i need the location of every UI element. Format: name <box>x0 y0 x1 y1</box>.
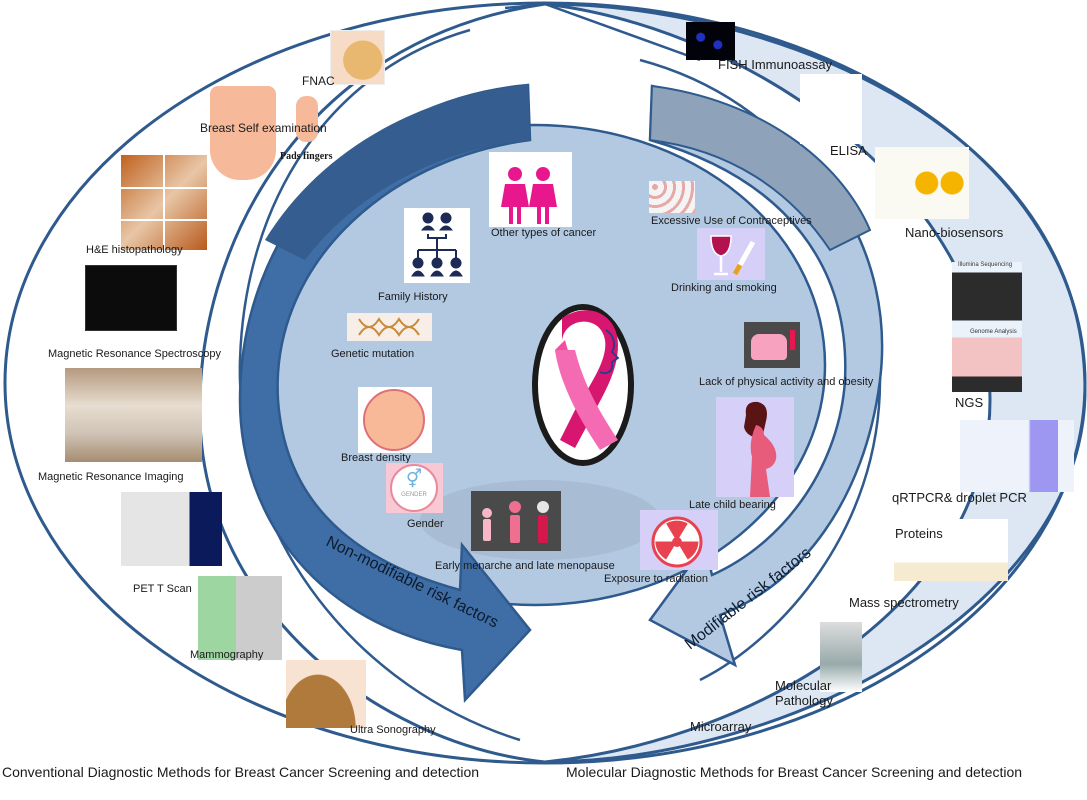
dna-helix-icon <box>347 313 432 341</box>
fnac-label: FNAC <box>302 74 335 88</box>
drinking-smoking-label: Drinking and smoking <box>671 282 777 294</box>
physical-activity-obesity-label: Lack of physical activity and obesity <box>699 376 874 388</box>
wine-cigarette-icon <box>697 228 765 280</box>
ngs-label: NGS <box>955 395 984 410</box>
contraceptives-label: Excessive Use of Contraceptives <box>651 215 812 227</box>
gender-label: Gender <box>407 518 444 530</box>
mammography-label: Mammography <box>190 649 264 661</box>
sequencer-genome-analysis-icon <box>952 262 1022 392</box>
gender-symbol-icon: ⚥ GENDER <box>386 463 443 513</box>
genetic-mutation-label: Genetic mutation <box>331 348 415 360</box>
radiation-exposure-label: Exposure to radiation <box>604 573 708 585</box>
finger-pads-icon <box>296 96 318 142</box>
non-modifiable-arrow-top <box>265 85 530 260</box>
mrs-label: Magnetic Resonance Spectroscopy <box>48 348 222 360</box>
molecular-pathology-label: Molecular Pathology <box>775 678 833 708</box>
pregnant-woman-icon <box>716 397 794 497</box>
fish-immunoassay-label: FISH Immunoassay <box>718 57 833 72</box>
pink-ribbon-icon <box>555 310 618 450</box>
nano-biosensors-label: Nano-biosensors <box>905 225 1004 240</box>
early-menarche-label: Early menarche and late menopause <box>435 560 615 572</box>
elisa-label: ELISA <box>830 143 867 158</box>
pet-ct-scanner-icon <box>121 492 222 566</box>
pet-scan-label: PET T Scan <box>133 583 192 595</box>
histology-slides-icon <box>121 155 207 250</box>
mammography-machine-icon <box>198 576 282 660</box>
left-middle-ring <box>238 28 521 742</box>
gender-badge-text: GENDER <box>401 492 427 498</box>
life-stages-women-icon <box>471 491 561 551</box>
mri-machine-icon <box>65 368 202 462</box>
breast-self-exam-label: Breast Self examination <box>200 121 327 135</box>
fish-fluorescence-icon <box>686 22 735 60</box>
mri-label: Magnetic Resonance Imaging <box>38 471 184 483</box>
fnac-image <box>330 30 385 85</box>
genome-analysis-sublabel: Genome Analysis <box>970 329 1017 335</box>
elisa-antibody-icon <box>800 74 862 144</box>
ultrasound-probe-icon <box>286 660 366 728</box>
breast-density-label: Breast density <box>341 452 411 464</box>
conventional-methods-caption: Conventional Diagnostic Methods for Brea… <box>2 764 480 780</box>
molecular-methods-caption: Molecular Diagnostic Methods for Breast … <box>566 764 1023 780</box>
top-connector-lines <box>504 2 701 62</box>
mrs-scan-icon <box>85 265 177 331</box>
mass-spectrometry-label: Mass spectrometry <box>849 595 959 610</box>
microarray-label: Microarray <box>690 719 752 734</box>
pcr-machine-gel-icon <box>960 420 1074 492</box>
late-child-bearing-label: Late child bearing <box>689 499 776 511</box>
breast-density-icon <box>358 387 432 453</box>
ultra-sonography-label: Ultra Sonography <box>350 724 436 736</box>
proteins-label: Proteins <box>895 526 943 541</box>
right-inner-arc <box>544 2 992 764</box>
he-histopathology-label: H&E histopathology <box>86 244 183 256</box>
gender-glyph: ⚥ <box>405 469 423 489</box>
center-logo <box>532 304 634 466</box>
modifiable-arrow-top <box>648 84 872 252</box>
right-outer-arc <box>544 2 1087 764</box>
other-cancer-label: Other types of cancer <box>491 227 597 239</box>
microscope-icon <box>820 622 862 692</box>
weight-scale-icon <box>744 322 800 368</box>
self-exam-torso-icon <box>210 86 276 180</box>
radiation-icon <box>640 510 718 570</box>
two-women-icon <box>489 152 572 227</box>
protein-binding-icon <box>894 519 1008 581</box>
nano-biosensor-icon <box>875 147 969 219</box>
family-history-label: Family History <box>378 291 448 303</box>
family-tree-icon <box>404 208 470 283</box>
qrtpcr-label: qRTPCR& droplet PCR <box>892 490 1027 505</box>
pads-fingers-label: Pads fingers <box>280 151 333 162</box>
contraceptive-pills-icon <box>649 181 695 213</box>
woman-profile-icon <box>599 329 620 375</box>
illumina-sequencing-sublabel: Illumina Sequencing <box>958 262 1013 268</box>
